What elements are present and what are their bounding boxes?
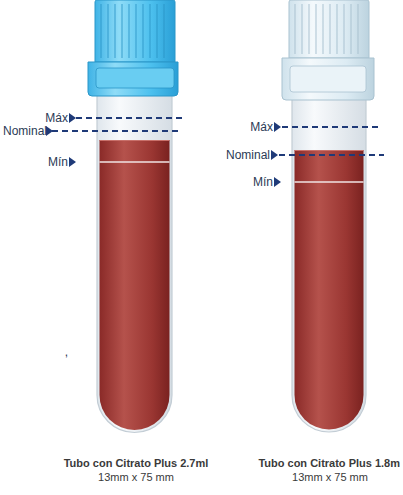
tube-left xyxy=(88,0,178,432)
cap-rib xyxy=(357,4,358,54)
cap-rib xyxy=(149,4,150,58)
level-label: Mín xyxy=(48,155,68,169)
blood-fill xyxy=(100,140,170,430)
level-label: Mín xyxy=(253,175,273,189)
level-label: Máx xyxy=(45,111,68,125)
cap-base xyxy=(88,62,178,96)
cap-rib xyxy=(100,4,101,58)
tube-caption: Tubo con Citrato Plus 2.7ml xyxy=(64,457,209,470)
arrowhead xyxy=(274,122,281,132)
tube-right xyxy=(282,0,374,432)
blood-fill xyxy=(295,150,364,430)
fill-level xyxy=(295,150,364,151)
cap-top xyxy=(289,0,369,58)
cap-rib xyxy=(329,4,330,54)
arrowhead xyxy=(274,177,281,187)
max-line xyxy=(282,126,380,128)
cap-rib xyxy=(294,4,295,54)
cap-ribs xyxy=(101,4,164,58)
cap-ribs xyxy=(295,4,358,54)
tube-glass xyxy=(292,98,366,432)
cap-rib xyxy=(163,4,164,58)
min-mark xyxy=(295,181,364,183)
arrowhead xyxy=(69,157,76,167)
cap-rib xyxy=(128,4,129,58)
cap-rib xyxy=(350,4,351,54)
cap-band xyxy=(290,66,366,92)
cap-rib xyxy=(142,4,143,58)
level-label: Nominal xyxy=(226,148,270,162)
cap-band xyxy=(96,68,174,88)
cap-rib xyxy=(114,4,115,58)
cap-base xyxy=(282,58,374,100)
cap-rib xyxy=(135,4,136,58)
text-fragment: , xyxy=(65,345,68,359)
level-label: Máx xyxy=(250,120,273,134)
max-line xyxy=(76,117,182,119)
tube-dimensions: 13mm x 75 mm xyxy=(292,471,368,484)
level-arrows xyxy=(46,113,281,187)
nominal-line xyxy=(279,154,384,156)
tube-glass xyxy=(97,88,172,432)
arrowhead xyxy=(271,150,278,160)
cap-rib xyxy=(121,4,122,58)
cap-rib xyxy=(336,4,337,54)
cap-rib xyxy=(308,4,309,54)
min-mark xyxy=(100,161,170,163)
cap-rib xyxy=(322,4,323,54)
level-label: Nominal xyxy=(3,124,47,138)
tube-dimensions: 13mm x 75 mm xyxy=(98,471,174,484)
nominal-line xyxy=(52,130,182,132)
tube-caption: Tubo con Citrato Plus 1.8m xyxy=(258,457,400,470)
cap-rib xyxy=(107,4,108,58)
cap-rib xyxy=(315,4,316,54)
arrowhead xyxy=(69,113,76,123)
cap-rib xyxy=(343,4,344,54)
fill-level xyxy=(100,140,170,141)
level-lines xyxy=(52,118,384,155)
cap-rib xyxy=(301,4,302,54)
cap-rib xyxy=(156,4,157,58)
arrowhead xyxy=(46,126,53,136)
cap-top xyxy=(95,0,175,62)
